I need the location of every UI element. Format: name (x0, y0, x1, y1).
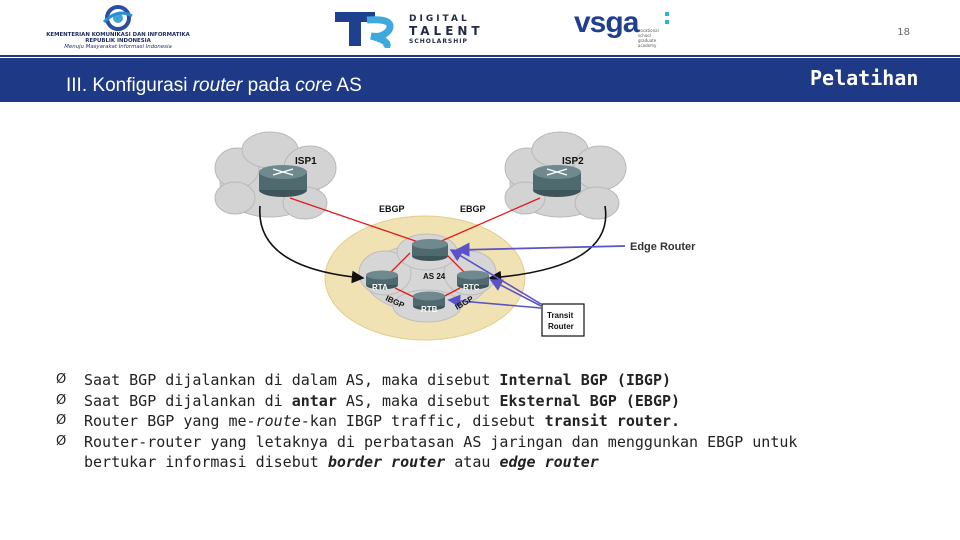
slide-title: III. Konfigurasi router pada core AS (60, 62, 620, 102)
dts-line2: TALENT (409, 24, 484, 38)
header-divider (0, 55, 960, 57)
label-isp1: ISP1 (295, 156, 317, 167)
vsga-sub1: vocational (638, 28, 659, 33)
label-rtc: RTC (463, 283, 480, 292)
kominfo-emblem-icon (102, 5, 133, 31)
bullet-text: Saat BGP dijalankan di dalam AS, maka di… (84, 371, 500, 389)
bullet-text: bertukar informasi disebut (84, 453, 328, 471)
label-rtb: RTB (421, 305, 438, 314)
bullet-arrow-icon: Ø (56, 372, 67, 387)
title-suffix: AS (332, 75, 362, 96)
bullet-bold-italic: border router (327, 453, 446, 471)
bullet-arrow-icon: Ø (56, 392, 67, 408)
vsga-logo: vsga vocational school graduate academy (574, 6, 684, 50)
bullet-text: Router BGP yang me- (84, 412, 256, 430)
isp2-router-icon (533, 165, 581, 197)
dts-emblem-icon (335, 12, 394, 48)
kominfo-name: KEMENTERIAN KOMUNIKASI DAN INFORMATIKA (46, 32, 190, 38)
isp1-to-as-arrow (259, 205, 365, 284)
bullet-arrow-icon: Ø (56, 413, 67, 428)
title-core: core (295, 75, 333, 96)
label-transit-1: Transit (547, 311, 574, 320)
bullet-bold: Eksternal BGP (EBGP) (499, 391, 681, 410)
label-rta: RTA (372, 283, 388, 292)
bullet-ibgp: Ø Saat BGP dijalankan di dalam AS, maka d… (56, 370, 936, 391)
label-edge-router: Edge Router (630, 241, 696, 253)
bullet-bold: Internal BGP (IBGP) (499, 371, 672, 389)
title-middle: pada (242, 75, 296, 96)
rtb-router-icon (413, 291, 445, 311)
title-router: router (192, 75, 243, 96)
label-ebgp-right: EBGP (460, 204, 486, 214)
bullet-text: Router-router yang letaknya di perbatasa… (84, 432, 798, 451)
edge-router-icon (412, 239, 448, 261)
kominfo-logo: KEMENTERIAN KOMUNIKASI DAN INFORMATIKA R… (38, 4, 198, 50)
bullet-bold-italic: edge router (499, 453, 599, 471)
label-transit-2: Router (548, 322, 574, 331)
vsga-sub4: academy (638, 43, 657, 48)
bullet-arrow-icon: Ø (56, 433, 67, 449)
kominfo-tagline: Menuju Masyarakat Informasi Indonesia (64, 44, 172, 50)
bullet-text: -kan IBGP traffic, disebut (300, 412, 545, 430)
bullet-transit: Ø Router BGP yang me-route-kan IBGP traff… (56, 411, 936, 432)
transit-router-box (541, 303, 585, 337)
isp2-to-as-arrow (488, 205, 607, 284)
kominfo-country: REPUBLIK INDONESIA (85, 38, 151, 44)
dts-line3: SCHOLARSHIP (409, 38, 468, 45)
edge-router-callout (455, 242, 626, 257)
transit-router-callouts (447, 249, 542, 309)
bullet-bold: antar (291, 391, 337, 410)
vsga-sub3: graduate (638, 38, 657, 43)
label-as24: AS 24 (423, 272, 446, 281)
bullet-text: Saat BGP dijalankan di (84, 391, 292, 410)
title-prefix: III. Konfigurasi (66, 75, 193, 96)
dts-logo: DIGITAL TALENT SCHOLARSHIP (333, 8, 498, 48)
slide-number: 18 (897, 27, 910, 38)
vsga-sub2: school (638, 33, 651, 38)
vsga-dots-icon (665, 12, 671, 28)
isp1-router-icon (259, 165, 307, 197)
banner-tag: Pelatihan (810, 66, 919, 90)
bullet-text: AS, maka disebut (336, 391, 500, 410)
bullet-ebgp: Ø Saat BGP dijalankan di antar AS, maka d… (56, 391, 936, 412)
bullet-edge: Ø Router-router yang letaknya di perbatas… (56, 432, 936, 473)
rta-router-icon (366, 270, 398, 290)
bullet-italic: route (255, 412, 301, 430)
vsga-brand: vsga (574, 6, 639, 39)
bullet-bold: transit router. (544, 412, 681, 430)
bullet-list: Ø Saat BGP dijalankan di dalam AS, maka d… (56, 370, 936, 473)
label-ebgp-left: EBGP (379, 204, 405, 214)
bgp-network-diagram: ISP1 ISP2 EBGP EBGP Edge Router AS 24 RT… (214, 131, 696, 341)
dts-line1: DIGITAL (409, 14, 470, 24)
bullet-text: atau (445, 453, 500, 471)
rtc-router-icon (457, 270, 489, 290)
label-isp2: ISP2 (562, 156, 584, 167)
